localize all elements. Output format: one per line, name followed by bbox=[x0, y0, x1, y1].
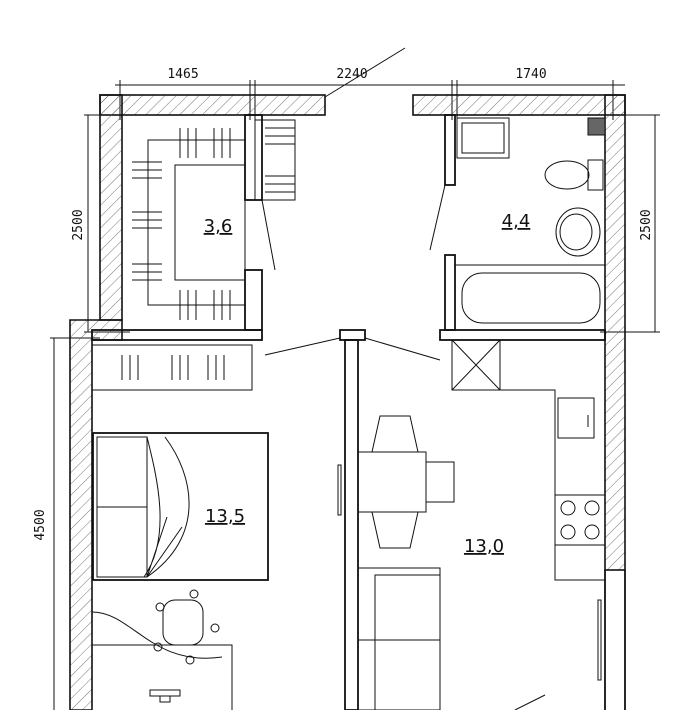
sofa bbox=[357, 567, 441, 710]
room-area-wardrobe: 3,6 bbox=[204, 216, 233, 237]
dimension-top-right: 1740 bbox=[515, 67, 546, 82]
walls bbox=[69, 94, 626, 710]
room-area-bathroom: 4,4 bbox=[502, 211, 531, 232]
room-area-kitchen-living: 13,0 bbox=[464, 536, 504, 557]
dimension-top-left: 1465 bbox=[167, 67, 198, 82]
doors bbox=[261, 184, 546, 710]
desk-and-chair bbox=[91, 589, 233, 710]
wardrobe-racks bbox=[91, 119, 296, 391]
dimension-lines bbox=[50, 47, 660, 710]
room-area-bedroom: 13,5 bbox=[205, 506, 245, 527]
dining-table bbox=[337, 415, 455, 549]
kitchen-fixtures bbox=[455, 389, 606, 681]
bed bbox=[92, 432, 269, 581]
dimension-left-upper: 2500 bbox=[71, 209, 86, 240]
dimension-top-middle: 2240 bbox=[336, 67, 367, 82]
dimension-right-upper: 2500 bbox=[639, 209, 654, 240]
dimension-left-lower: 4500 bbox=[33, 509, 48, 540]
bathroom-fixtures bbox=[451, 117, 606, 391]
